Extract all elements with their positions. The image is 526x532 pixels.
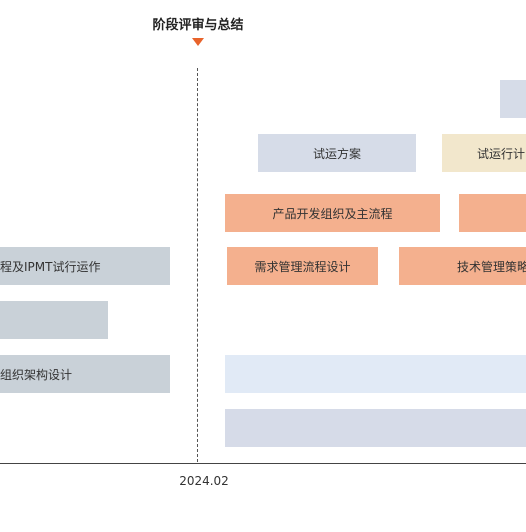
gantt-bar-tech-mgmt[interactable]: 技术管理策略: [399, 247, 526, 285]
gantt-bar-gray-empty[interactable]: [0, 301, 108, 339]
gantt-bar-label: 产品开发组织及主流程: [272, 206, 393, 221]
gantt-bar-label: 程及IPMT试行运作: [0, 259, 101, 274]
gantt-bar-label: 组织架构设计: [0, 367, 73, 382]
gantt-bar-ipmt-trial[interactable]: 程及IPMT试行运作: [0, 247, 170, 285]
gantt-bar-label: 需求管理流程设计: [254, 259, 351, 274]
gantt-bar-trial-plan[interactable]: 试运方案: [258, 134, 416, 172]
gantt-bar-lavender[interactable]: [225, 409, 526, 447]
gantt-bar-orange-right[interactable]: [459, 194, 526, 232]
gantt-bar-trial-schedule[interactable]: 试运行计: [442, 134, 526, 172]
gantt-bar-label: 试运行计: [477, 146, 526, 161]
milestone-title: 阶段评审与总结: [152, 18, 244, 33]
gantt-bar-label: 试运方案: [312, 146, 361, 161]
timeline-axis: [0, 463, 526, 464]
gantt-bar-top-right[interactable]: [500, 80, 526, 118]
milestone-marker-icon: [192, 38, 204, 46]
gantt-bar-product-dev-org[interactable]: 产品开发组织及主流程: [225, 194, 440, 232]
axis-date-label: 2024.02: [179, 474, 229, 488]
gantt-bar-light-blue[interactable]: [225, 355, 526, 393]
gantt-bar-org-structure[interactable]: 组织架构设计: [0, 355, 170, 393]
milestone-dashed-line: [197, 68, 198, 462]
gantt-bar-label: 技术管理策略: [457, 259, 526, 274]
gantt-bar-requirements-mgmt[interactable]: 需求管理流程设计: [227, 247, 378, 285]
